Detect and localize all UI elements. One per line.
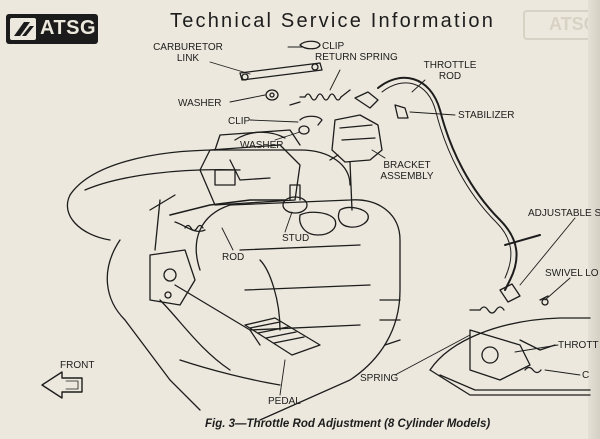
label-clip-mid: CLIP	[228, 116, 251, 127]
return-spring	[299, 89, 351, 101]
linkage-rod	[149, 194, 286, 251]
label-stabilizer: STABILIZER	[458, 110, 515, 121]
label-carburetor-link-line2: LINK	[176, 53, 200, 64]
label-bracket-line2: ASSEMBLY	[380, 171, 434, 182]
logo-mark-icon	[10, 18, 36, 40]
engine-block	[66, 149, 401, 421]
logo-text: ATSG	[40, 17, 97, 39]
washer-part-2	[298, 125, 310, 135]
label-return-spring: RETURN SPRING	[315, 52, 398, 63]
label-spring: SPRING	[360, 373, 399, 384]
label-throttle-rod-line2: ROD	[438, 71, 462, 82]
label-carburetor-link: CARBURETOR LINK	[143, 42, 233, 64]
clip-top-part	[299, 40, 321, 50]
adjustable-swivel	[469, 234, 549, 314]
page-edge-shadow	[588, 0, 600, 439]
leader-lines	[209, 46, 581, 396]
label-throttle-rod-line1: THROTTLE	[423, 60, 477, 71]
label-carburetor-link-line1: CARBURETOR	[153, 42, 223, 53]
page-title: Technical Service Information	[170, 10, 496, 32]
carburetor-link	[239, 62, 323, 81]
pedal-part	[244, 317, 321, 356]
bracket-assembly	[329, 91, 409, 211]
label-washer-1: WASHER	[178, 98, 222, 109]
label-stud: STUD	[282, 233, 310, 244]
label-bracket-line1: BRACKET	[383, 160, 431, 171]
label-front: FRONT	[60, 360, 95, 371]
label-bracket-assembly: BRACKET ASSEMBLY	[372, 160, 442, 182]
stud-part	[282, 184, 308, 214]
inset-throttle-body	[429, 317, 591, 396]
label-washer-2: WASHER	[240, 140, 284, 151]
figure-caption: Fig. 3—Throttle Rod Adjustment (8 Cylind…	[205, 418, 491, 430]
clip-mid-part	[289, 101, 323, 126]
label-pedal: PEDAL	[268, 396, 301, 407]
pedal-bracket	[149, 249, 261, 346]
label-rod: ROD	[222, 252, 245, 263]
ghost-logo-text: ATSG	[549, 14, 598, 34]
label-clip-top: CLIP	[322, 41, 345, 52]
label-throttle-rod: THROTTLE ROD	[420, 60, 480, 82]
label-swivel: SWIVEL LO	[545, 268, 599, 279]
ghost-logo: ATSG	[523, 10, 600, 40]
label-c: C	[582, 370, 590, 381]
throttle-rod	[377, 76, 518, 291]
label-thrott: THROTT	[558, 340, 599, 351]
washer-part	[265, 89, 279, 101]
label-adjustable: ADJUSTABLE S	[528, 208, 600, 219]
front-arrow-icon	[41, 371, 83, 399]
atsg-logo: ATSG	[6, 14, 98, 44]
